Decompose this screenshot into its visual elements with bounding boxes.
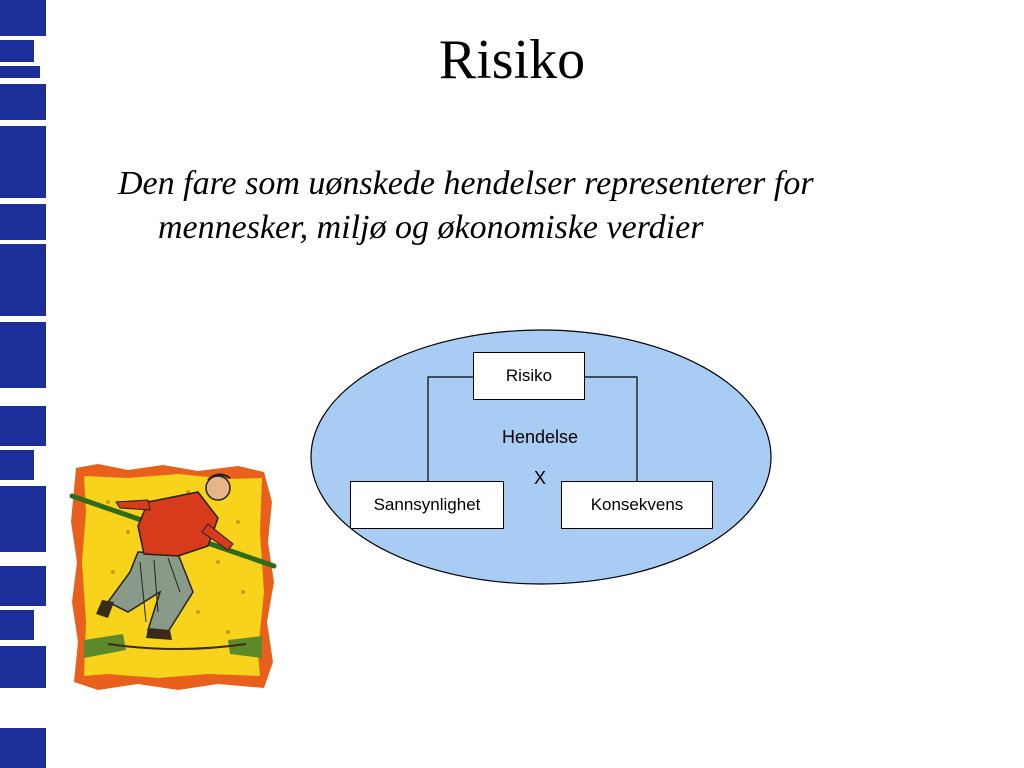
multiply-operator: X [533, 468, 546, 488]
risk-definition: Den fare som uønskede hendelser represen… [118, 162, 978, 250]
tightrope [107, 643, 247, 650]
band-block [0, 406, 46, 446]
right-ledge [228, 636, 262, 658]
walker-shoe [96, 600, 114, 618]
band-block [0, 204, 46, 240]
definition-line-1: Den fare som uønskede hendelser represen… [118, 165, 814, 202]
band-block [0, 450, 34, 480]
side-decoration-band [0, 0, 48, 768]
band-block [0, 126, 46, 198]
walker-shoe [146, 628, 172, 640]
walker-jacket [137, 491, 219, 557]
band-block [0, 244, 46, 316]
band-block [0, 610, 34, 640]
band-block [0, 566, 46, 606]
risk-diagram: Risiko Hendelse X Sannsynlighet Konsekve… [300, 320, 790, 590]
connector-right [585, 376, 638, 484]
risiko-box: Risiko [473, 352, 585, 400]
band-block [0, 0, 46, 36]
band-block [0, 66, 40, 78]
band-block [0, 646, 46, 688]
definition-line-2: mennesker, miljø og økonomiske verdier [158, 209, 704, 246]
walker-arm [115, 499, 151, 511]
band-block [0, 40, 34, 62]
clipart-speckles [101, 490, 245, 634]
slide-title: Risiko [438, 29, 586, 91]
walker-arm [201, 523, 234, 551]
hendelse-label: Hendelse [501, 427, 579, 447]
sannsynlighet-box: Sannsynlighet [350, 481, 504, 529]
tightrope-walker-clipart [69, 464, 277, 690]
left-ledge [84, 634, 126, 658]
band-block [0, 486, 46, 552]
band-block [0, 728, 46, 768]
band-block [0, 322, 46, 388]
walker-head [205, 475, 231, 501]
walker-trousers [106, 551, 194, 633]
connector-left [427, 376, 473, 484]
band-block [0, 84, 46, 120]
konsekvens-box: Konsekvens [561, 481, 713, 529]
